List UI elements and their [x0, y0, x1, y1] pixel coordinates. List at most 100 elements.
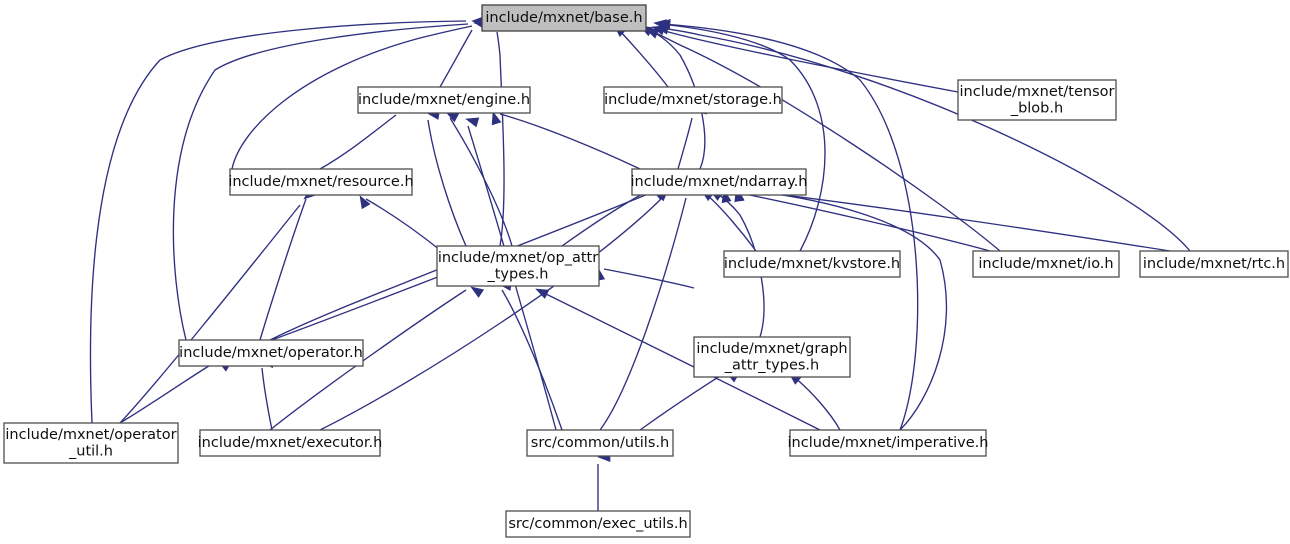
node-resource[interactable]: include/mxnet/resource.h: [228, 168, 414, 196]
node-box[interactable]: [723, 250, 901, 278]
nodes-layer: include/mxnet/base.h include/mxnet/engine…: [3, 4, 1289, 538]
edge-utils-to-engine: [465, 117, 557, 431]
node-ndarray[interactable]: include/mxnet/ndarray.h: [631, 168, 808, 196]
node-executor[interactable]: include/mxnet/executor.h: [198, 429, 383, 457]
edge-executor-to-operator: [260, 358, 274, 431]
edge-imperative-to-base: [657, 19, 919, 431]
node-label: _blob.h: [1010, 100, 1063, 116]
node-box[interactable]: [357, 86, 531, 114]
node-box[interactable]: [481, 4, 647, 32]
edge-line: [541, 291, 821, 431]
node-box[interactable]: [505, 510, 691, 538]
node-label: include/mxnet/io.h: [978, 256, 1113, 272]
edge-op_attr-to-base: [495, 19, 509, 247]
node-box[interactable]: [693, 336, 851, 378]
edge-graph_attr-to-op_attr: [595, 267, 695, 289]
edge-line: [657, 28, 959, 93]
edge-operator_util-to-operator: [119, 360, 232, 424]
node-rtc[interactable]: include/mxnet/rtc.h: [1139, 250, 1289, 278]
node-label: include/mxnet/executor.h: [198, 435, 383, 451]
node-kvstore[interactable]: include/mxnet/kvstore.h: [723, 250, 901, 278]
edge-operator-to-op_attr: [269, 263, 464, 341]
edge-utils-to-ndarray: [599, 183, 702, 431]
edge-executor-to-op_attr: [269, 286, 485, 431]
edge-line: [119, 204, 301, 424]
edge-imperative-to-op_attr: [535, 288, 821, 431]
node-box[interactable]: [3, 422, 179, 464]
edge-op_attr-to-engine: [426, 109, 467, 247]
edges-layer: [89, 13, 1191, 511]
arrow-head-icon: [470, 286, 485, 298]
edge-line: [319, 197, 663, 431]
node-op_attr[interactable]: include/mxnet/op_attr_types.h: [436, 245, 600, 287]
node-box[interactable]: [972, 250, 1120, 278]
edge-line: [661, 27, 1191, 252]
node-box[interactable]: [436, 245, 600, 287]
node-label: include/mxnet/rtc.h: [1143, 256, 1285, 272]
node-box[interactable]: [631, 168, 807, 196]
node-box[interactable]: [1139, 250, 1289, 278]
node-box[interactable]: [789, 429, 987, 457]
arrow-head-icon: [359, 195, 371, 210]
node-box[interactable]: [957, 79, 1117, 121]
node-box[interactable]: [199, 429, 381, 457]
arrow-head-icon: [657, 19, 671, 30]
edge-line: [427, 119, 467, 247]
arrow-head-icon: [535, 288, 550, 299]
edge-executor-to-ndarray: [319, 180, 679, 431]
edge-op_attr-to-resource: [359, 195, 441, 251]
edge-line: [729, 190, 991, 252]
arrow-head-icon: [491, 111, 502, 126]
node-exec_utils[interactable]: src/common/exec_utils.h: [505, 510, 691, 538]
edge-line: [261, 367, 273, 431]
node-label: include/mxnet/resource.h: [228, 174, 413, 190]
node-label: include/mxnet/operator.h: [179, 345, 363, 361]
node-label: include/mxnet/imperative.h: [788, 435, 989, 451]
edge-line: [496, 31, 505, 247]
node-label: include/mxnet/kvstore.h: [724, 256, 900, 272]
node-tensor_blob[interactable]: include/mxnet/tensor_blob.h: [957, 79, 1117, 121]
edge-line: [89, 20, 467, 424]
edge-line: [319, 114, 397, 170]
node-label: src/common/utils.h: [531, 435, 669, 451]
edge-line: [501, 289, 563, 431]
node-label: include/mxnet/operator: [5, 427, 176, 443]
edge-operator-to-resource: [259, 184, 322, 341]
edge-line: [259, 198, 307, 341]
edge-line: [603, 268, 695, 289]
edge-line: [467, 125, 557, 431]
edge-line: [619, 30, 669, 88]
node-box[interactable]: [229, 168, 413, 196]
node-operator_util[interactable]: include/mxnet/operator_util.h: [3, 422, 179, 464]
edge-line: [677, 117, 693, 170]
edge-line: [561, 191, 647, 247]
edge-line: [663, 23, 919, 431]
node-base[interactable]: include/mxnet/base.h: [481, 4, 647, 32]
node-io[interactable]: include/mxnet/io.h: [972, 250, 1120, 278]
edge-tensor_blob-to-base: [651, 25, 959, 93]
node-label: include/mxnet/tensor: [960, 84, 1115, 100]
edge-op_attr-to-engine: [445, 111, 513, 247]
node-label: include/mxnet/storage.h: [604, 92, 782, 108]
arrow-head-icon: [465, 117, 480, 128]
node-operator[interactable]: include/mxnet/operator.h: [178, 339, 364, 367]
edge-line: [639, 375, 721, 431]
edge-io-to-ndarray: [721, 189, 991, 252]
edge-imperative-to-ndarray: [734, 188, 948, 431]
node-box[interactable]: [526, 429, 674, 457]
node-engine[interactable]: include/mxnet/engine.h: [357, 86, 531, 114]
edge-line: [231, 25, 473, 170]
node-label: _util.h: [68, 443, 113, 459]
node-box[interactable]: [178, 339, 364, 367]
node-graph_attr[interactable]: include/mxnet/graph_attr_types.h: [693, 336, 851, 378]
node-label: include/mxnet/ndarray.h: [631, 174, 808, 190]
node-storage[interactable]: include/mxnet/storage.h: [603, 86, 783, 114]
node-label: src/common/exec_utils.h: [508, 516, 687, 532]
edge-line: [599, 197, 687, 431]
node-imperative[interactable]: include/mxnet/imperative.h: [788, 429, 989, 457]
edge-line: [715, 192, 765, 338]
edge-line: [172, 23, 469, 341]
node-box[interactable]: [603, 86, 783, 114]
node-utils[interactable]: src/common/utils.h: [526, 429, 674, 457]
